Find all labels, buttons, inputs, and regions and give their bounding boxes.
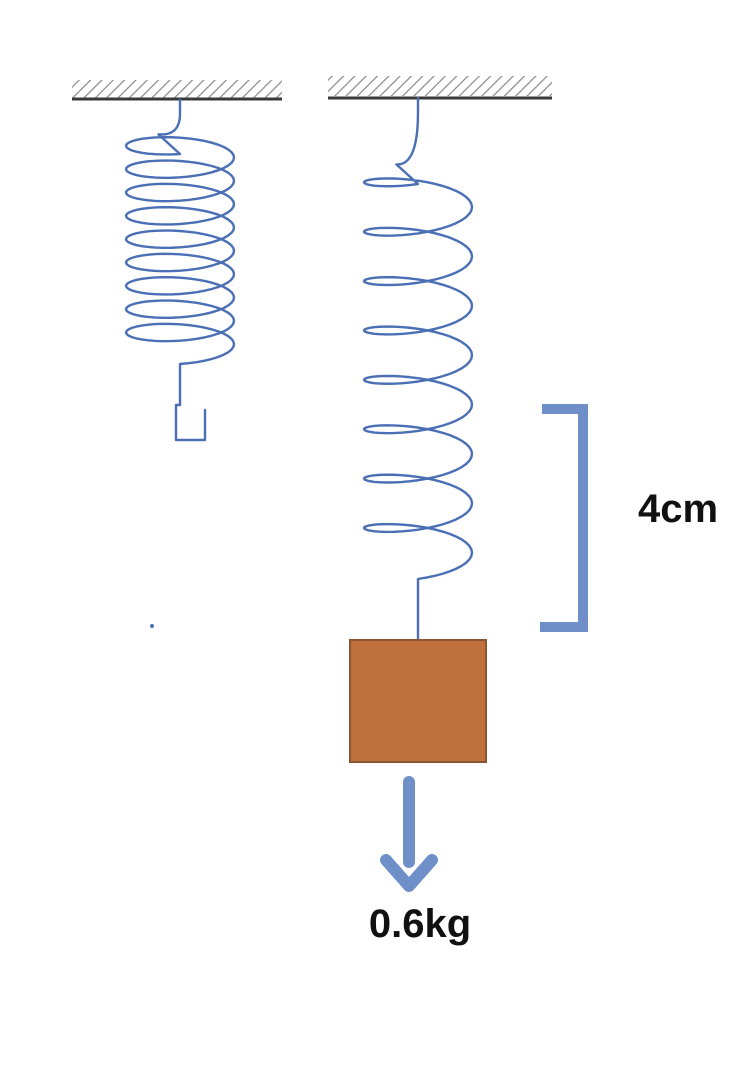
stretched-spring [362,96,474,642]
unstretched-spring [124,98,236,442]
mass-label: 0.6kg [369,902,471,946]
right-ceiling-support [328,76,552,100]
extension-bracket [540,404,588,632]
mass-block [349,639,487,763]
right-ceiling-hatch [328,76,552,96]
left-ceiling-support [72,80,282,101]
stray-dot [150,624,154,628]
down-arrow-icon [380,776,438,892]
extension-label: 4cm [638,487,718,531]
left-ceiling-hatch [72,80,282,98]
